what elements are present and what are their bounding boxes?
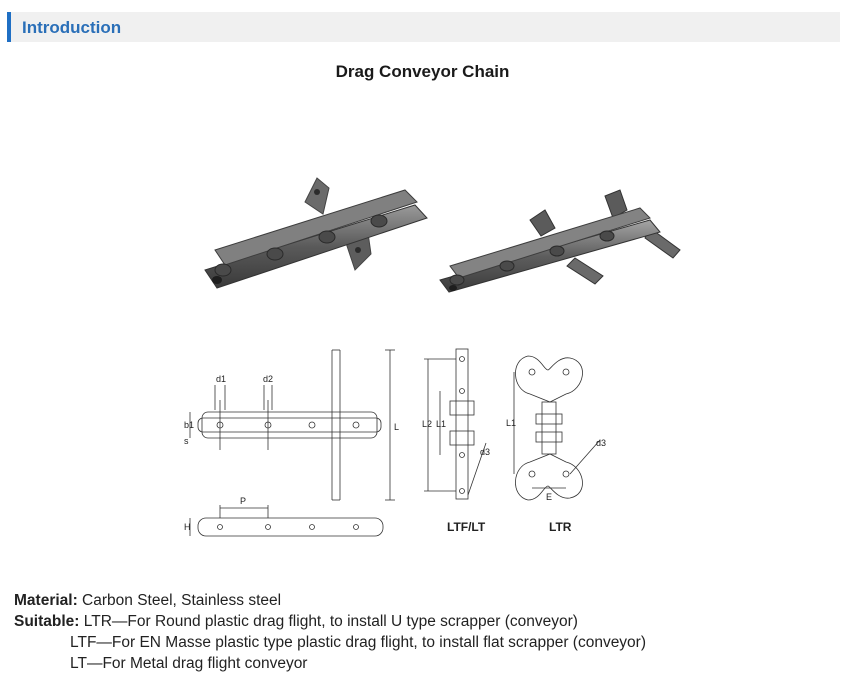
label-L: L — [394, 422, 399, 432]
section-title: Introduction — [22, 18, 122, 37]
material-label: Material: — [14, 592, 78, 609]
label-s: s — [184, 436, 189, 446]
suitable-label: Suitable: — [14, 613, 80, 630]
label-d3-ltf: d3 — [480, 447, 490, 457]
suitable-line-ltf: LTF—For EN Masse plastic type plastic dr… — [14, 632, 646, 653]
technical-drawing-ltf-lt: L2 L1 d3 — [422, 348, 490, 500]
chain-photo-plate-attachment — [204, 177, 428, 289]
material-line: Material: Carbon Steel, Stainless steel — [14, 590, 646, 611]
label-E: E — [546, 492, 552, 502]
suitable-ltf: LTF—For EN Masse plastic type plastic dr… — [70, 634, 647, 651]
chain-photo-angle-flight — [439, 189, 681, 293]
suitable-line-ltr: Suitable: LTR—For Round plastic drag fli… — [14, 611, 646, 632]
label-d2: d2 — [263, 374, 273, 384]
suitable-line-lt: LT—For Metal drag flight conveyor — [14, 653, 646, 674]
suitable-lt: LT—For Metal drag flight conveyor — [70, 655, 308, 672]
label-P: P — [240, 496, 246, 506]
label-L1-ltr: L1 — [506, 418, 516, 428]
label-H: H — [184, 522, 191, 532]
technical-drawing-ltr: L1 d3 E — [506, 355, 606, 502]
specifications: Material: Carbon Steel, Stainless steel … — [14, 590, 646, 674]
label-b1: b1 — [184, 420, 194, 430]
suitable-ltr: LTR—For Round plastic drag flight, to in… — [79, 613, 578, 630]
section-header: Introduction — [7, 12, 840, 42]
technical-drawing-main: d1 d2 b1 s L P H — [184, 349, 399, 537]
page-title: Drag Conveyor Chain — [335, 62, 510, 81]
label-L2: L2 — [422, 419, 432, 429]
label-d3-ltr: d3 — [596, 438, 606, 448]
caption-ltf-lt: LTF/LT — [447, 520, 486, 534]
caption-ltr: LTR — [549, 520, 572, 534]
label-L1-ltf: L1 — [436, 419, 446, 429]
label-d1: d1 — [216, 374, 226, 384]
material-value: Carbon Steel, Stainless steel — [77, 592, 282, 609]
